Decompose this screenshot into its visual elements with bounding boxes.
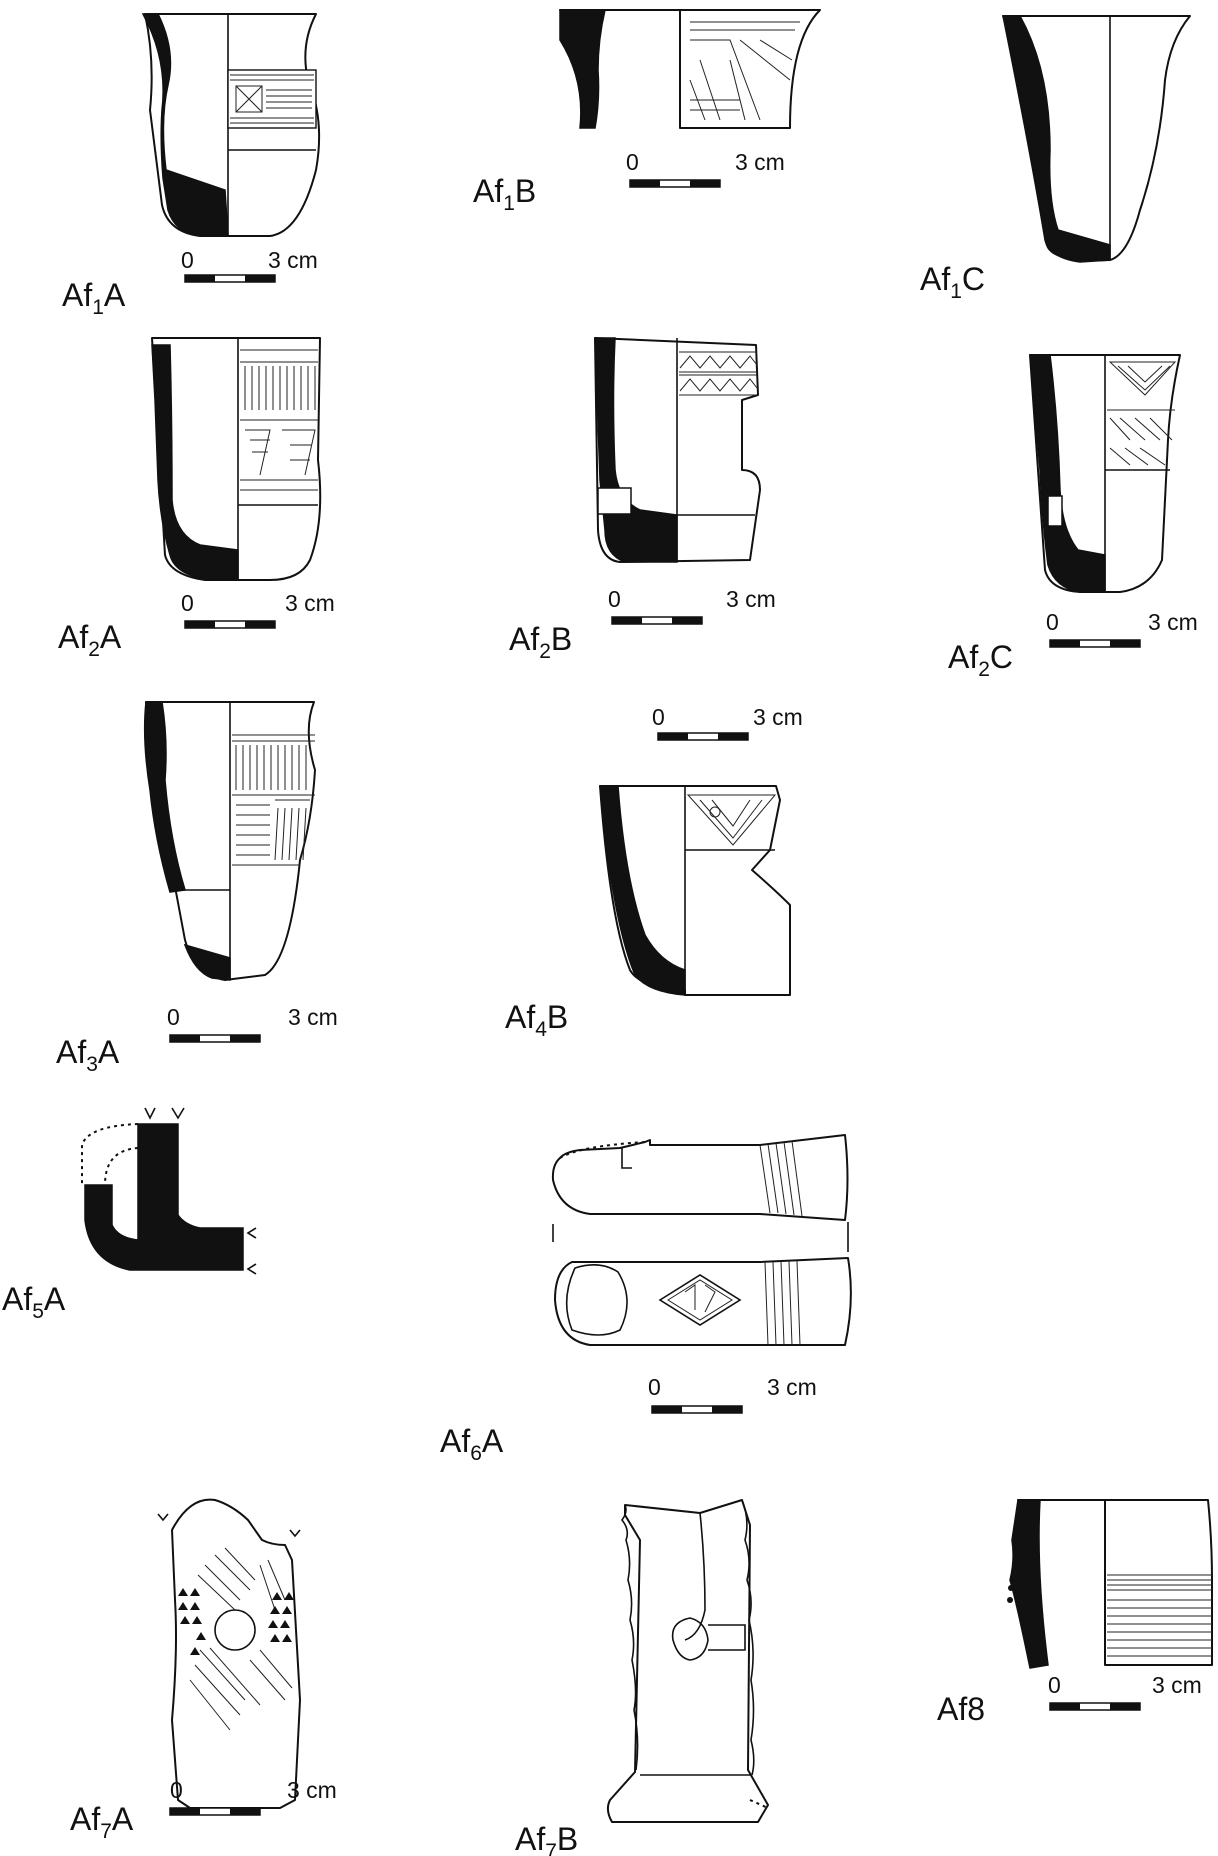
vessel-af6a [551,1134,852,1346]
scale-end: 3 cm [288,1004,338,1030]
vessel-af8 [1007,1499,1213,1669]
scale-bar [1049,1702,1141,1711]
label-af8: Af8 [937,1691,985,1727]
vessel-af5a [81,1107,257,1275]
scale-bar [169,1807,261,1816]
scale-end: 3 cm [1148,609,1198,635]
label-af2c: Af2C [948,639,1013,681]
scale-zero: 0 [1046,609,1059,635]
scale-end: 3 cm [287,1777,337,1803]
scale-bar [169,1034,261,1043]
label-af1b: Af1B [473,173,536,215]
vessel-af1a [141,13,321,237]
scale-bar [651,1405,743,1414]
vessel-af3a [143,701,316,981]
scale-bar [629,179,721,188]
scale-end: 3 cm [753,704,803,730]
vessel-af2b [594,337,761,563]
scale-zero: 0 [608,586,621,612]
scale-bar [657,732,749,741]
label-af7b: Af7B [515,1821,578,1856]
label-af1c: Af1C [920,261,985,303]
scale-end: 3 cm [1152,1672,1202,1698]
label-af2a: Af2A [58,619,122,661]
vessel-af1c [1002,15,1191,263]
label-af4b: Af4B [505,999,568,1041]
scale-end: 3 cm [726,586,776,612]
scale-end: 3 cm [268,247,318,273]
vessel-af4b [599,785,791,996]
scale-end: 3 cm [735,149,785,175]
scale-bar [184,620,276,629]
label-af3a: Af3A [56,1034,120,1076]
label-af6a: Af6A [440,1423,504,1465]
scale-zero: 0 [181,247,194,273]
scale-zero: 0 [170,1777,183,1803]
label-af7a: Af7A [70,1801,134,1843]
scale-end: 3 cm [285,590,335,616]
scale-bar [611,616,703,625]
vessel-af1b [559,9,821,129]
scale-zero: 0 [181,590,194,616]
scale-zero: 0 [167,1004,180,1030]
scale-zero: 0 [652,704,665,730]
vessel-af2a [151,337,322,581]
scale-bar [1049,639,1141,648]
label-af1a: Af1A [62,277,126,319]
label-af5a: Af5A [2,1281,66,1323]
vessel-af7a [157,1498,301,1809]
scale-end: 3 cm [767,1374,817,1400]
vessel-af2c [1029,354,1181,593]
scale-bar [184,274,276,283]
scale-zero: 0 [1048,1672,1061,1698]
scale-zero: 0 [626,149,639,175]
scale-zero: 0 [648,1374,661,1400]
label-af2b: Af2B [509,621,572,663]
vessel-af7b [606,1499,769,1823]
